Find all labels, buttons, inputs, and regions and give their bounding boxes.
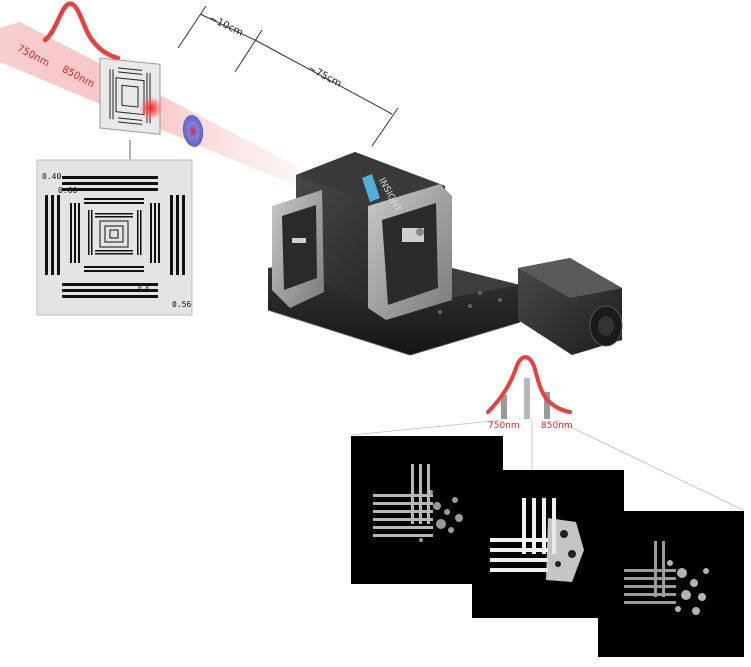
camera-frame-rear [368, 184, 452, 320]
speckle-image-850nm [624, 541, 709, 615]
camera-frame-front [272, 190, 324, 308]
wavelength-label-750nm-bottom: 750nm [488, 421, 520, 431]
spectrum-curve-top [42, 1, 121, 61]
wavelength-label-850nm-bottom: 850nm [541, 421, 573, 431]
resolution-target-enlarged [36, 159, 193, 316]
spectrum-bars [501, 378, 550, 419]
dimension-lines [177, 5, 399, 147]
target-tag-040: 0.40 [42, 172, 62, 181]
target-tag-08: 0.8 [138, 285, 149, 292]
speckle-image-750nm [373, 464, 463, 542]
speckle-panel-850nm [598, 511, 744, 657]
stepper-motor [518, 258, 623, 355]
speckle-image-center [490, 498, 584, 582]
lens [182, 115, 204, 147]
speckle-panel-center [472, 470, 624, 618]
spectrum-curve-bottom [486, 355, 572, 414]
target-tag-060: 0.60 [58, 186, 78, 195]
target-tag-056: 0.56 [172, 300, 192, 309]
panel-leaders [351, 419, 744, 511]
laser-spot [139, 96, 163, 120]
